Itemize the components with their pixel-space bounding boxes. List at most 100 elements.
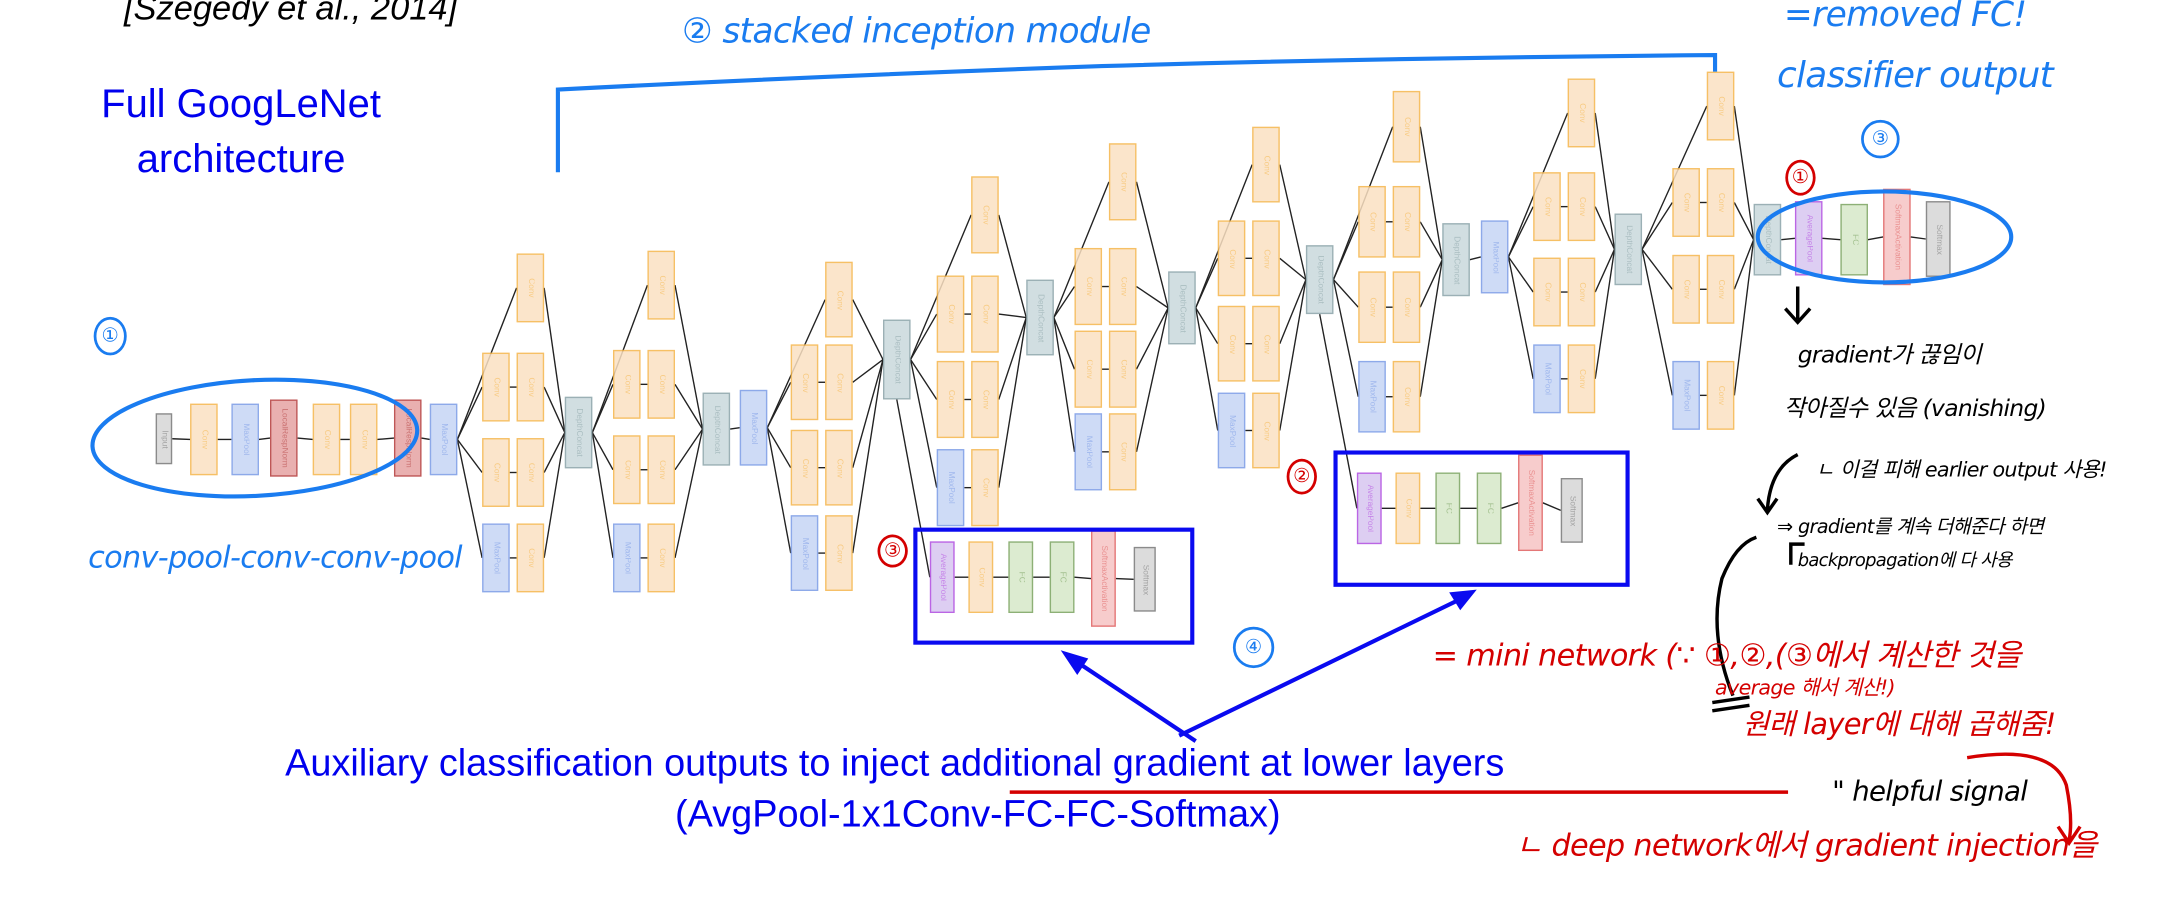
note-average: average 해서 계산!) (1715, 674, 1895, 700)
concat-block: DepthConcat (564, 396, 593, 469)
conv-block: Conv (1358, 185, 1386, 258)
avgpool-block: AveragePool (929, 541, 955, 614)
equals-mark (1712, 695, 1750, 713)
conv-block: Conv (647, 250, 675, 320)
note-stacked-inception: ② stacked inception module (681, 11, 1151, 51)
connection-line (1135, 307, 1169, 370)
conv-block: Conv (1392, 185, 1421, 258)
concat-block: DepthConcat (1442, 223, 1470, 297)
conv-block: Conv (825, 261, 853, 338)
maxpool-block: MaxPool (1074, 413, 1103, 491)
connection-line (1053, 317, 1076, 452)
connection-line (998, 317, 1027, 488)
connection-line (1319, 313, 1358, 509)
conv-block: Conv (1533, 257, 1561, 327)
connection-line (1594, 206, 1616, 250)
conv-block: Conv (1567, 78, 1596, 148)
connection-line (998, 214, 1027, 318)
concat-block: DepthConcat (702, 392, 731, 466)
conv-block: Conv (1108, 143, 1137, 221)
conv-block: Conv (1706, 71, 1735, 141)
curved-arrow-icon (1756, 453, 1799, 516)
connection-line (896, 399, 931, 578)
connection-line (674, 383, 704, 430)
note-gradient-1: gradient가 끊임이 (1797, 341, 1982, 370)
conv-block: Conv (1672, 254, 1700, 324)
aux-classifier-1-box (913, 527, 1195, 645)
conv-block: Conv (825, 344, 853, 421)
circle-3-red: ③ (877, 534, 908, 568)
input-block: Input (155, 413, 173, 465)
connection-line (1594, 112, 1616, 250)
avgpool-block: AveragePool (1794, 201, 1823, 276)
conv-block: Conv (971, 275, 999, 353)
conv-block: Conv (1252, 305, 1280, 382)
concat-block: DepthConcat (1026, 279, 1054, 356)
connection-line (1419, 221, 1443, 261)
title-line-2: architecture (136, 137, 346, 182)
connection-line (297, 437, 313, 441)
connection-line (421, 437, 430, 441)
connection-line (1419, 259, 1443, 308)
concat-block: DepthConcat (1305, 245, 1334, 315)
conv-block: Conv (647, 349, 675, 419)
fc-block: FC (1049, 541, 1075, 614)
softmax_activation-block: SoftmaxActivation (1091, 530, 1116, 627)
connection-line (1594, 249, 1616, 379)
connection-line (1279, 279, 1307, 344)
conv-block: Conv (1706, 254, 1735, 324)
connection-line (909, 359, 938, 400)
note-helpful-signal: " helpful signal (1832, 774, 2028, 808)
conv-block: Conv (1358, 271, 1386, 344)
conv-block: Conv (1706, 168, 1735, 237)
connection-line (456, 439, 483, 559)
note-gradient-add-2: backpropagation에 다 사용 (1797, 551, 2013, 572)
connection-line (852, 358, 884, 383)
circle-1-blue: ① (93, 316, 127, 356)
connection-line (1594, 249, 1616, 293)
connection-line (1641, 202, 1673, 250)
note-stem: conv-pool-conv-conv-pool (88, 541, 462, 576)
circle-2-red: ② (1286, 458, 1317, 495)
conv-block: Conv (936, 360, 965, 439)
note-gradient-add-1: ⇒ gradient를 계속 더해준다 하면 (1777, 516, 2044, 539)
stem-ellipse (90, 377, 420, 499)
conv-block: Conv (1533, 172, 1561, 242)
arrowhead-icon (1060, 650, 1089, 675)
concat-block: DepthConcat (1168, 271, 1196, 345)
conv-block: Conv (1567, 172, 1596, 242)
connection-line (1332, 279, 1359, 397)
curved-line (1715, 535, 1758, 697)
conv-block: Conv (516, 352, 545, 422)
maxpool-block: MaxPool (1672, 360, 1700, 430)
softmax_activation-block: SoftmaxActivation (1883, 188, 1911, 286)
final-output-ellipse (1755, 189, 2014, 285)
connection-line (1733, 239, 1755, 396)
conv-block: Conv (1217, 305, 1246, 382)
connection-line (377, 437, 395, 441)
connection-line (1641, 249, 1674, 396)
fc-block: FC (1840, 203, 1868, 276)
note-removed-fc: =removed FC! (1783, 0, 2027, 35)
connection-line (1733, 239, 1755, 290)
connection-line (543, 386, 566, 433)
conv-block: Conv (936, 275, 965, 353)
conv-block: Conv (312, 403, 341, 476)
connection-line (1501, 502, 1519, 509)
conv-block: Conv (516, 253, 545, 323)
conv-block: Conv (482, 438, 510, 507)
conv-block: Conv (1252, 392, 1280, 469)
conv-block: Conv (1108, 247, 1137, 326)
conv-block: Conv (1706, 360, 1735, 430)
connection-line (674, 428, 704, 559)
connection-line (1195, 307, 1219, 345)
connection-line (1641, 248, 1673, 290)
connection-line (543, 432, 566, 559)
conv-block: Conv (1217, 220, 1246, 297)
conv-block: Conv (190, 403, 218, 476)
note-classifier-output: classifier output (1777, 55, 2054, 97)
maxpool-block: MaxPool (482, 523, 510, 593)
down-arrow-icon (1784, 286, 1812, 325)
conv-block: Conv (971, 360, 999, 439)
conv-block: Conv (1392, 90, 1421, 163)
